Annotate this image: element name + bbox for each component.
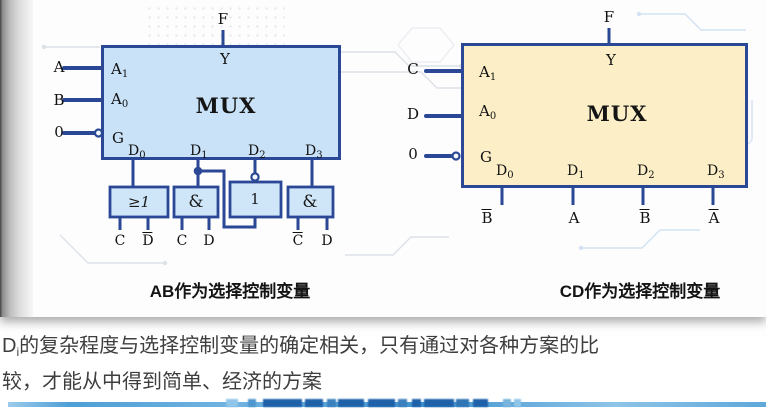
- and-gate-box-2: [286, 185, 335, 219]
- left-output-pin: Y: [220, 50, 230, 68]
- left-signal-a: A: [53, 58, 65, 76]
- left-pin-g: G: [112, 129, 124, 147]
- and-gate-box-1: [172, 185, 220, 219]
- left-pin-d1: D1: [190, 143, 208, 161]
- and-gate-label-1: &: [188, 192, 204, 212]
- not-gate-box: [228, 180, 283, 219]
- enable-bubble-icon: [451, 151, 461, 161]
- junction-dot-icon: [193, 166, 203, 176]
- right-mux: [424, 28, 748, 205]
- left-chip-label: MUX: [195, 93, 257, 118]
- right-output-pin: Y: [606, 51, 616, 69]
- left-pin-a1: A1: [111, 60, 129, 80]
- and1-input-c: C: [176, 233, 188, 249]
- left-select-wires: [62, 66, 103, 135]
- page-edge-shading: [0, 0, 33, 317]
- gate-boxes: [108, 180, 335, 219]
- left-mux-chip-body: [101, 45, 341, 160]
- left-mux: [62, 30, 341, 230]
- right-signal-c: C: [407, 60, 419, 78]
- or-gate-input-dbar: D: [142, 232, 154, 249]
- enable-bubble-icon: [93, 128, 104, 138]
- right-caption: CD作为选择控制变量: [559, 282, 721, 301]
- note-line-1: Di的复杂程度与选择控制变量的确定相关，只有通过对各种方案的比: [2, 335, 600, 359]
- right-signal-0: 0: [408, 145, 418, 163]
- right-chip-label: MUX: [586, 101, 648, 126]
- right-select-wires: [424, 69, 463, 158]
- right-data-wires: [500, 187, 715, 205]
- dots-pattern: [145, 4, 285, 50]
- right-value-abar: A: [708, 209, 720, 227]
- left-caption: AB作为选择控制变量: [149, 282, 311, 301]
- and-gate-label-2: &: [302, 192, 318, 212]
- note-line-2: 较，才能从中得到简单、经济的方案: [2, 371, 322, 393]
- left-signal-b: B: [53, 91, 65, 109]
- or-gate-input-c: C: [114, 233, 126, 249]
- d1-branch-wire: [198, 169, 257, 229]
- mux-diagram-graphics: [62, 28, 748, 230]
- right-pin-g: G: [480, 148, 492, 166]
- and2-input-d: D: [321, 233, 333, 249]
- right-pin-a0: A0: [479, 102, 497, 122]
- right-mux-chip-body: [461, 43, 748, 188]
- or-gate-label: ≥1: [127, 193, 151, 211]
- left-pin-d3: D3: [305, 143, 323, 161]
- note-text: Di的复杂程度与选择控制变量的确定相关，只有通过对各种方案的比 较，才能从中得到…: [2, 331, 764, 397]
- and1-input-d: D: [203, 233, 215, 249]
- right-pin-d3: D3: [707, 163, 725, 181]
- left-pin-a0: A0: [111, 90, 129, 110]
- right-value-a: A: [568, 209, 580, 227]
- inverter-bubble-icon: [250, 172, 260, 182]
- right-output-label: F: [603, 8, 615, 26]
- gate-input-stubs: [118, 217, 329, 230]
- left-output-label: F: [217, 10, 229, 28]
- left-pin-d0: D0: [128, 143, 146, 161]
- left-pin-d2: D2: [248, 143, 266, 161]
- left-signal-0: 0: [54, 123, 64, 141]
- not-gate-label: 1: [250, 190, 260, 208]
- right-value-bbar-1: B: [481, 209, 493, 227]
- slide-image-panel: F Y A B 0 A1 A0 G MUX D0 D1 D2 D3 ≥1 & 1…: [0, 0, 753, 317]
- right-value-bbar-2: B: [639, 209, 651, 227]
- and2-input-cbar: C: [292, 232, 304, 249]
- right-pin-d1: D1: [567, 163, 585, 181]
- right-pin-d0: D0: [496, 163, 514, 181]
- right-pin-d2: D2: [637, 163, 655, 181]
- right-pin-a1: A1: [479, 63, 497, 83]
- bottom-bar-marks: [0, 399, 766, 408]
- right-signal-d: D: [406, 105, 420, 123]
- or-gate-box: [108, 185, 170, 219]
